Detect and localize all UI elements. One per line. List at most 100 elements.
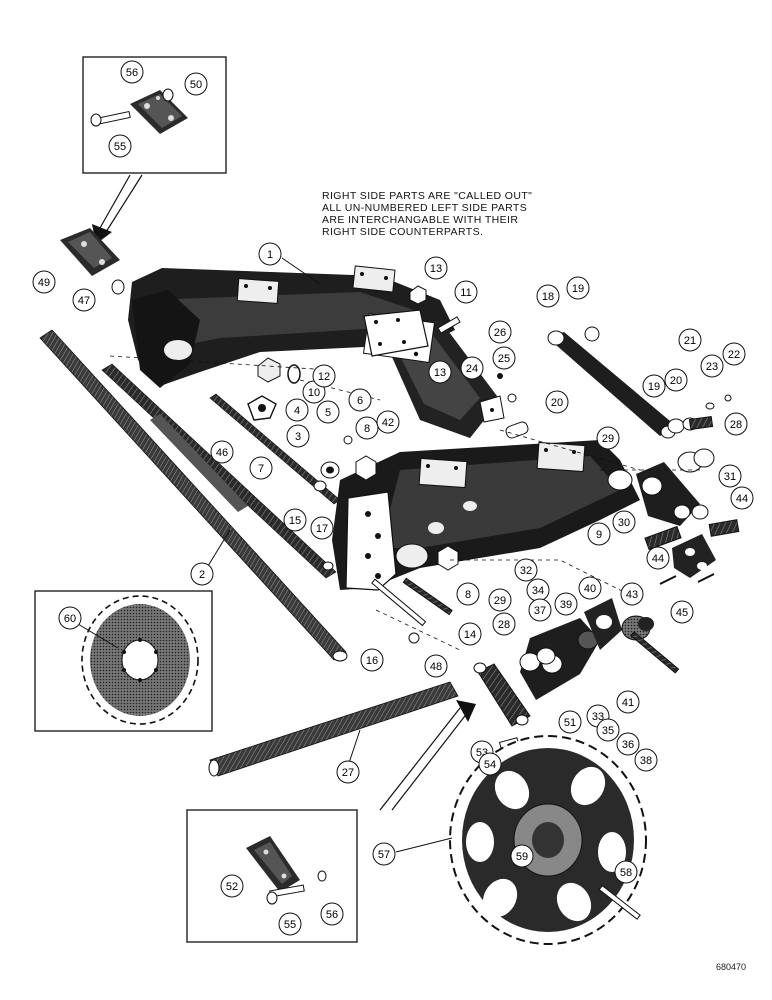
svg-text:3: 3: [295, 431, 301, 443]
note-line: ALL UN-NUMBERED LEFT SIDE PARTS: [322, 202, 528, 214]
callout-35: 35: [596, 718, 620, 742]
callout-20b: 20: [545, 390, 569, 414]
shaft-part-27: [208, 681, 459, 777]
svg-text:43: 43: [626, 589, 638, 601]
callout-45: 45: [670, 600, 694, 624]
svg-text:19: 19: [648, 381, 660, 393]
svg-text:51: 51: [564, 717, 576, 729]
svg-text:36: 36: [622, 739, 634, 751]
callout-38: 38: [634, 748, 658, 772]
callout-40: 40: [578, 576, 602, 600]
callout-39: 39: [554, 592, 578, 616]
callout-19b: 19: [642, 374, 666, 398]
svg-text:26: 26: [494, 327, 506, 339]
bearing-part-39: [584, 598, 622, 650]
note-line: ARE INTERCHANGABLE WITH THEIR: [322, 214, 519, 226]
callout-55a: 55: [108, 134, 132, 158]
callout-25: 25: [492, 346, 516, 370]
svg-text:28: 28: [498, 619, 510, 631]
inset-sprocket-plate: [34, 590, 213, 732]
svg-text:13: 13: [430, 263, 442, 275]
mount-plate-part-13: [363, 309, 429, 357]
svg-text:7: 7: [258, 463, 264, 475]
idler-arm-part-30: [607, 462, 700, 526]
svg-text:20: 20: [670, 375, 682, 387]
svg-text:31: 31: [724, 471, 736, 483]
svg-text:37: 37: [534, 605, 546, 617]
bolt-part-16: [371, 578, 427, 644]
svg-text:2: 2: [199, 569, 205, 581]
nut-part-10: [287, 364, 301, 384]
svg-text:44: 44: [736, 493, 748, 505]
svg-text:9: 9: [596, 529, 602, 541]
svg-text:39: 39: [560, 599, 572, 611]
svg-text:29: 29: [494, 595, 506, 607]
callout-26: 26: [488, 320, 512, 344]
rod-part-46: [209, 393, 341, 505]
callout-46: 46: [210, 440, 234, 464]
callout-51: 51: [558, 710, 582, 734]
callout-11: 11: [454, 280, 478, 304]
callout-43: 43: [620, 582, 644, 606]
bushing-part-31: [691, 504, 709, 520]
svg-text:42: 42: [382, 417, 394, 429]
callout-52: 52: [220, 874, 244, 898]
svg-text:38: 38: [640, 755, 652, 767]
pin-part-44-right: [708, 519, 740, 537]
svg-text:23: 23: [706, 361, 718, 373]
svg-text:56: 56: [126, 67, 138, 79]
svg-text:56: 56: [326, 909, 338, 921]
svg-text:15: 15: [289, 515, 301, 527]
callout-16: 16: [360, 648, 384, 672]
pin-part-44-left: [644, 525, 682, 551]
callout-13a: 13: [424, 256, 448, 280]
svg-text:58: 58: [620, 867, 632, 879]
spring-link-part-51: [477, 663, 531, 727]
svg-text:28: 28: [730, 419, 742, 431]
callout-21: 21: [678, 328, 702, 352]
nut-part-17: [322, 561, 334, 571]
bushing-part-19-bottom: [667, 418, 685, 434]
svg-text:52: 52: [226, 881, 238, 893]
inset-bracket-assembly-top: [82, 56, 227, 174]
callout-49: 49: [32, 270, 56, 294]
bushing-part-40: [621, 615, 654, 641]
callout-1: 1: [258, 242, 321, 285]
bracket-part-24: [479, 395, 505, 423]
nut-part-8-top: [355, 455, 377, 481]
svg-text:19: 19: [572, 283, 584, 295]
callout-18: 18: [536, 284, 560, 308]
svg-text:22: 22: [728, 349, 740, 361]
callout-29a: 29: [596, 426, 620, 450]
bushing-part-20-center: [505, 421, 529, 439]
callout-29b: 29: [488, 588, 512, 612]
drawing-code: 680470: [716, 962, 747, 972]
svg-text:44: 44: [652, 553, 664, 565]
svg-text:33: 33: [592, 711, 604, 723]
callout-44a: 44: [730, 486, 754, 510]
clamp-part-4: [247, 395, 277, 421]
svg-text:49: 49: [38, 277, 50, 289]
svg-text:32: 32: [520, 565, 532, 577]
bolt-part-11: [437, 316, 461, 334]
callout-15: 15: [283, 508, 307, 532]
svg-text:21: 21: [684, 335, 696, 347]
svg-text:5: 5: [325, 407, 331, 419]
callout-37: 37: [528, 598, 552, 622]
zerk-part-22: [724, 394, 732, 402]
svg-text:13: 13: [434, 367, 446, 379]
callout-28b: 28: [492, 612, 516, 636]
callout-12: 12: [312, 364, 336, 388]
callout-34: 34: [526, 578, 550, 602]
svg-text:60: 60: [64, 613, 76, 625]
callout-13b: 13: [428, 360, 452, 384]
bolt-part-41: [630, 631, 680, 674]
callout-20a: 20: [664, 368, 688, 392]
callout-60: 60: [58, 606, 119, 649]
callout-9: 9: [587, 522, 611, 546]
note-line: RIGHT SIDE PARTS ARE "CALLED OUT": [322, 190, 533, 202]
svg-text:30: 30: [618, 517, 630, 529]
callout-58: 58: [614, 860, 638, 884]
callout-7: 7: [249, 456, 273, 480]
bracket-part-49: [60, 228, 120, 276]
